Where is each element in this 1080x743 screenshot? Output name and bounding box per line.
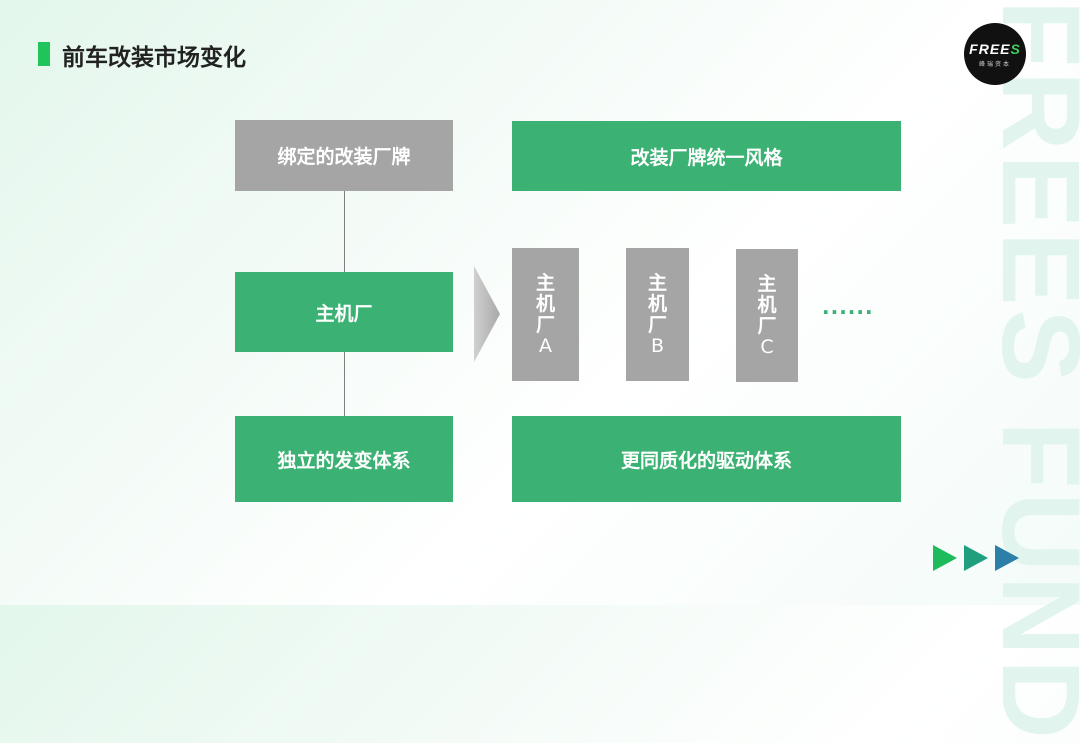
watermark: FREES FUND [979, 0, 1080, 743]
homogeneous-drive-box: 更同质化的驱动体系 [512, 416, 901, 502]
chevron-arrow-icon [474, 266, 500, 362]
connector-line [344, 191, 345, 272]
logo-subtitle: 峰瑞资本 [978, 60, 1011, 68]
oem-box: 主机厂 [235, 272, 453, 352]
ellipsis: ······ [822, 300, 874, 324]
bound-brand-box: 绑定的改装厂牌 [235, 120, 453, 191]
connector-line [344, 352, 345, 416]
frees-logo: FREES 峰瑞资本 [964, 23, 1026, 85]
play-arrows-icon [933, 545, 1019, 571]
independent-system-box: 独立的发变体系 [235, 416, 453, 502]
page-title: 前车改装市场变化 [62, 45, 246, 71]
unified-style-box: 改装厂牌统一风格 [512, 121, 901, 191]
title-marker [38, 42, 50, 66]
